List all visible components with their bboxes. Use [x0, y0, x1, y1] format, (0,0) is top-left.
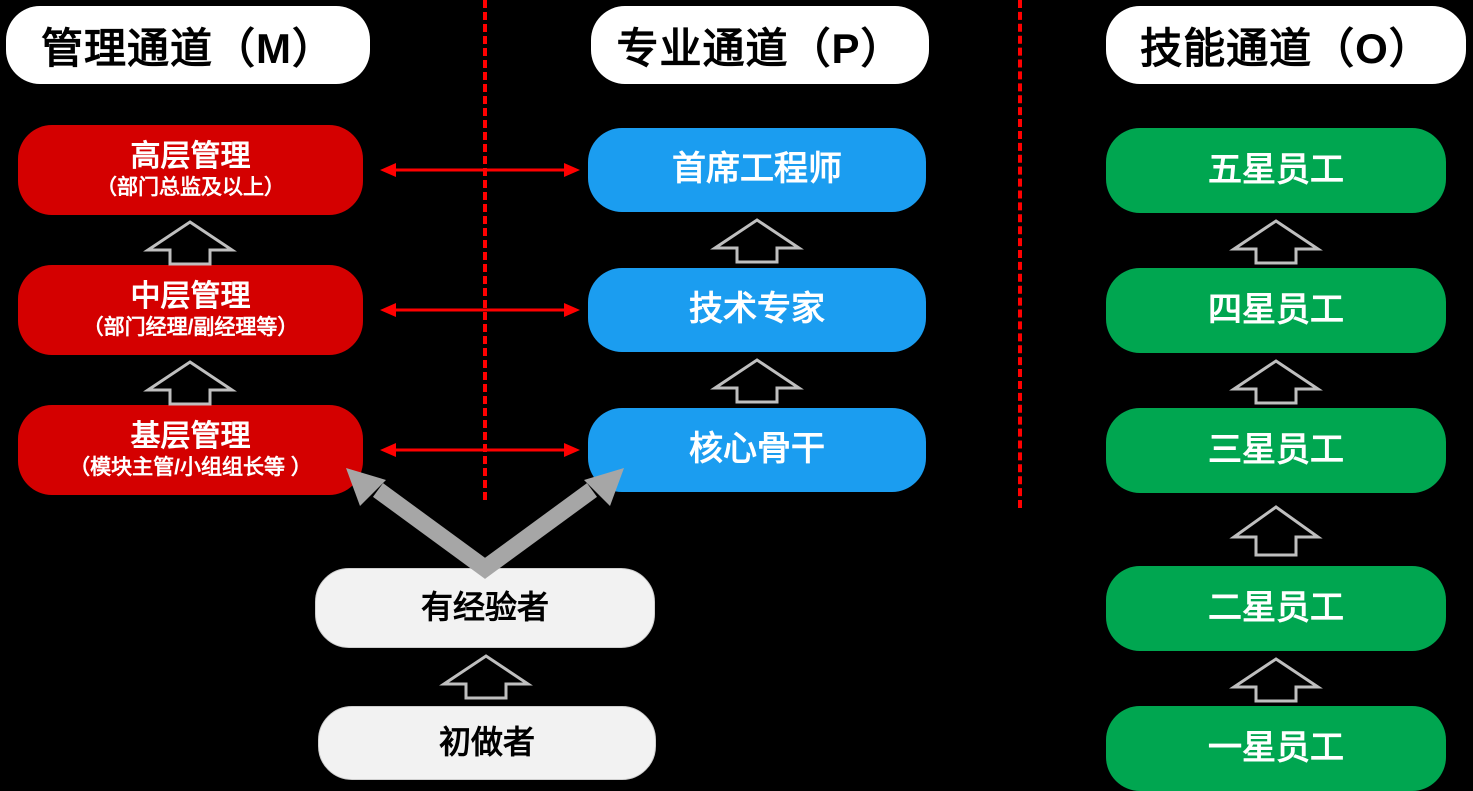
separator-m-p	[483, 0, 487, 500]
arrow-experienced-to-professional-core	[470, 462, 630, 582]
node-management-middle[interactable]: 中层管理 （部门经理/副经理等）	[18, 265, 363, 355]
header-professional: 专业通道（P）	[591, 6, 929, 84]
header-management-label: 管理通道（M）	[41, 24, 335, 72]
node-title: 有经验者	[420, 589, 549, 626]
header-management: 管理通道（M）	[6, 6, 370, 84]
header-professional-label: 专业通道（P）	[616, 24, 904, 72]
node-skill-two-star[interactable]: 二星员工	[1106, 566, 1446, 651]
arrow-experienced-to-management-junior	[340, 462, 500, 582]
node-professional-core-backbone[interactable]: 核心骨干	[588, 408, 926, 492]
node-subtitle: （模块主管/小组组长等 ）	[69, 455, 312, 479]
node-title: 核心骨干	[689, 430, 825, 469]
link-management-professional-junior	[380, 440, 580, 458]
node-management-junior[interactable]: 基层管理 （模块主管/小组组长等 ）	[18, 405, 363, 495]
arrow-up-management-junior-to-mid	[140, 360, 240, 406]
arrow-up-professional-expert-to-chief	[707, 218, 807, 264]
arrow-up-skill-three-to-four	[1226, 359, 1326, 405]
node-skill-three-star[interactable]: 三星员工	[1106, 408, 1446, 493]
node-title: 五星员工	[1208, 150, 1344, 189]
arrow-up-management-mid-to-senior	[140, 220, 240, 266]
node-title: 四星员工	[1208, 290, 1344, 329]
node-skill-four-star[interactable]: 四星员工	[1106, 268, 1446, 353]
node-title: 初做者	[438, 724, 535, 761]
node-experienced[interactable]: 有经验者	[315, 568, 655, 648]
header-skill-label: 技能通道（O）	[1140, 24, 1432, 72]
arrow-up-professional-core-to-expert	[707, 358, 807, 404]
node-subtitle: （部门总监及以上）	[96, 175, 285, 199]
node-skill-one-star[interactable]: 一星员工	[1106, 706, 1446, 791]
node-title: 首席工程师	[672, 150, 842, 189]
node-beginner[interactable]: 初做者	[318, 706, 656, 780]
arrow-up-beginner-to-experienced	[436, 654, 536, 700]
node-management-senior[interactable]: 高层管理 （部门总监及以上）	[18, 125, 363, 215]
node-title: 二星员工	[1208, 588, 1344, 627]
node-subtitle: （部门经理/副经理等）	[82, 315, 299, 339]
arrow-up-skill-two-to-three	[1226, 505, 1326, 557]
arrow-up-skill-four-to-five	[1226, 219, 1326, 265]
node-title: 中层管理	[130, 280, 251, 314]
node-title: 一星员工	[1208, 728, 1344, 767]
node-professional-tech-expert[interactable]: 技术专家	[588, 268, 926, 352]
link-management-professional-middle	[380, 300, 580, 318]
separator-p-o	[1018, 0, 1022, 508]
arrow-up-skill-one-to-two	[1226, 657, 1326, 703]
node-title: 基层管理	[130, 420, 251, 454]
header-skill: 技能通道（O）	[1106, 6, 1466, 84]
node-title: 三星员工	[1208, 430, 1344, 469]
node-skill-five-star[interactable]: 五星员工	[1106, 128, 1446, 213]
node-title: 技术专家	[689, 290, 825, 329]
node-professional-chief-engineer[interactable]: 首席工程师	[588, 128, 926, 212]
node-title: 高层管理	[130, 140, 251, 174]
link-management-professional-senior	[380, 160, 580, 178]
